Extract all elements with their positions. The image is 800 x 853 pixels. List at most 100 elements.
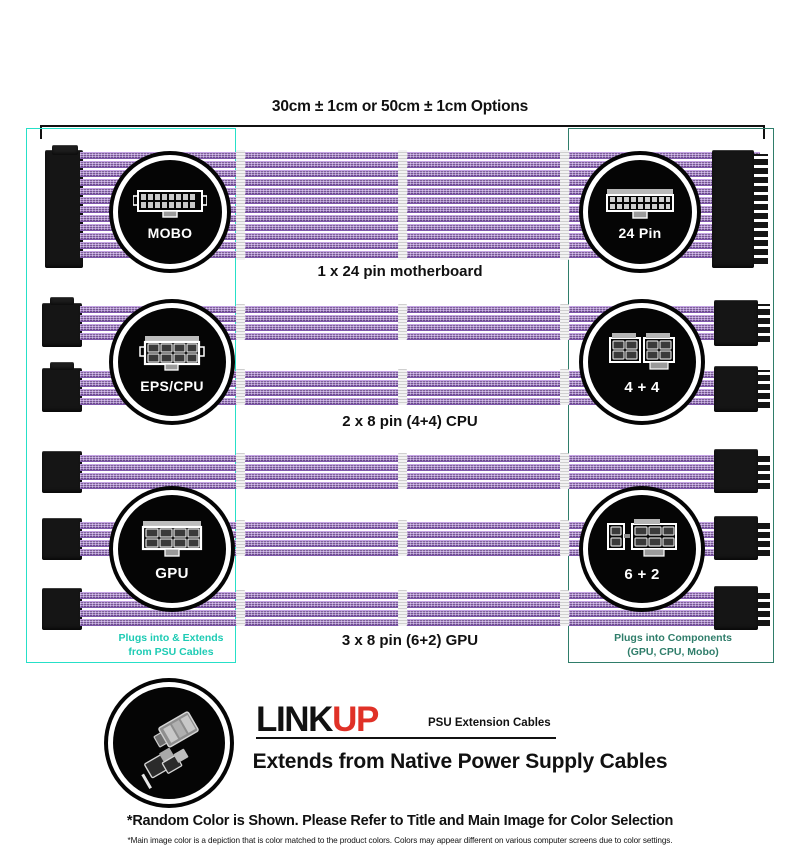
- cable-strand: [80, 592, 760, 599]
- cable-strand: [80, 224, 760, 231]
- cable-comb: [398, 453, 407, 489]
- connector-psu-24pin: [45, 150, 83, 268]
- cable-strand: [80, 197, 760, 204]
- cable-strand: [80, 251, 760, 258]
- connector-gpu-8pin-b-pins: [758, 520, 770, 556]
- callout-component-line1: Plugs into Components: [614, 632, 732, 644]
- cable-comb: [560, 453, 569, 489]
- cable-comb: [398, 520, 407, 556]
- badge-6plus2: 6 + 2: [583, 490, 701, 608]
- cable-strand: [80, 455, 760, 462]
- connector-cpu-8pin-a-pins: [758, 304, 770, 342]
- cable-strand: [80, 179, 760, 186]
- badge-gpu-label: GPU: [155, 564, 189, 582]
- connector-cpu-8pin-b-pins: [758, 370, 770, 408]
- cable-strand: [80, 170, 760, 177]
- callout-psu-line1: Plugs into & Extends: [118, 632, 224, 644]
- callout-psu-line2: from PSU Cables: [128, 646, 214, 659]
- callout-component-line2: (GPU, CPU, Mobo): [627, 646, 719, 659]
- dimension-bracket: [40, 125, 765, 139]
- badge-4plus4: 4 + 4: [583, 303, 701, 421]
- badge-gpu: GPU: [113, 490, 231, 608]
- badge-mobo: MOBO: [113, 155, 227, 269]
- cable-strand: [80, 306, 760, 313]
- cable-strand: [80, 324, 760, 331]
- cable-strand: [80, 549, 760, 556]
- cable-strand: [80, 522, 760, 529]
- mobo-connector-icon: [133, 189, 207, 218]
- connector-psu-cpu-a: [42, 303, 82, 347]
- cable-strand: [80, 242, 760, 249]
- brand-logo: LINKUP: [256, 700, 379, 739]
- connector-mobo-24pin-pins: [754, 154, 768, 264]
- cable-comb: [398, 304, 407, 340]
- connector-psu-gpu-a: [42, 451, 82, 493]
- cable-comb: [236, 304, 245, 340]
- caption-cpu: 2 x 8 pin (4+4) CPU: [342, 413, 478, 430]
- cable-comb: [398, 590, 407, 626]
- cable-comb: [236, 369, 245, 405]
- cable-strand: [80, 398, 760, 405]
- badge-24pin: 24 Pin: [583, 155, 697, 269]
- connector-gpu-8pin-a: [714, 449, 758, 493]
- cable-comb: [236, 590, 245, 626]
- connector-cpu-8pin-a: [714, 300, 758, 346]
- cable-strand: [80, 473, 760, 480]
- cable-strand: [80, 215, 760, 222]
- connector-psu-cpu-b-latch: [50, 362, 74, 370]
- 4plus4-connector-icon: [609, 332, 675, 370]
- cable-comb: [560, 369, 569, 405]
- brand-divider: [256, 737, 556, 739]
- connector-gpu-8pin-c: [714, 586, 758, 630]
- badge-eps-cpu: EPS/CPU: [113, 303, 231, 421]
- callout-label-component-side: Plugs into Components (GPU, CPU, Mobo): [578, 631, 768, 659]
- brand-headline: Extends from Native Power Supply Cables: [252, 750, 668, 773]
- cable-strand: [80, 380, 760, 387]
- badge-24pin-label: 24 Pin: [618, 224, 662, 241]
- cable-strand: [80, 371, 760, 378]
- cable-comb: [560, 590, 569, 626]
- cable-strand: [80, 333, 760, 340]
- cable-comb: [398, 369, 407, 405]
- cable-strand: [80, 610, 760, 617]
- connector-psu-gpu-b: [42, 518, 82, 560]
- cable-strand: [80, 531, 760, 538]
- disclaimer-fine-print: *Main image color is a depiction that is…: [127, 836, 673, 845]
- cable-strand: [80, 389, 760, 396]
- cable-comb: [236, 453, 245, 489]
- badge-6plus2-label: 6 + 2: [624, 565, 660, 583]
- cable-comb: [398, 150, 407, 260]
- cable-strand: [80, 601, 760, 608]
- connector-psu-24pin-latch: [52, 145, 78, 155]
- cable-strand: [80, 315, 760, 322]
- cable-extension-icon: [141, 711, 199, 789]
- connector-gpu-8pin-c-pins: [758, 590, 770, 626]
- cable-comb: [560, 304, 569, 340]
- cable-comb: [236, 520, 245, 556]
- callout-label-psu-side: Plugs into & Extends from PSU Cables: [96, 631, 246, 659]
- badge-mobo-label: MOBO: [147, 224, 193, 241]
- cable-strand: [80, 188, 760, 195]
- connector-gpu-8pin-a-pins: [758, 453, 770, 489]
- cable-strand: [80, 540, 760, 547]
- cable-comb: [560, 520, 569, 556]
- badge-extension-illustration: [108, 682, 230, 804]
- cable-strand: [80, 233, 760, 240]
- cable-strand: [80, 152, 760, 159]
- brand-name-primary: LINK: [256, 700, 333, 739]
- 24pin-connector-icon: [606, 188, 674, 219]
- cable-strand: [80, 161, 760, 168]
- connector-psu-cpu-b: [42, 368, 82, 412]
- cable-strand: [80, 482, 760, 489]
- disclaimer-color-notice: *Random Color is Shown. Please Refer to …: [126, 813, 674, 829]
- caption-mobo: 1 x 24 pin motherboard: [317, 263, 483, 280]
- connector-psu-cpu-a-latch: [50, 297, 74, 305]
- brand-tagline: PSU Extension Cables: [428, 717, 551, 729]
- cable-comb: [560, 150, 569, 260]
- badge-eps-cpu-label: EPS/CPU: [140, 377, 204, 394]
- dimension-label: 30cm ± 1cm or 50cm ± 1cm Options: [271, 98, 529, 115]
- connector-cpu-8pin-b: [714, 366, 758, 412]
- connector-mobo-24pin: [712, 150, 754, 268]
- cable-strand: [80, 619, 760, 626]
